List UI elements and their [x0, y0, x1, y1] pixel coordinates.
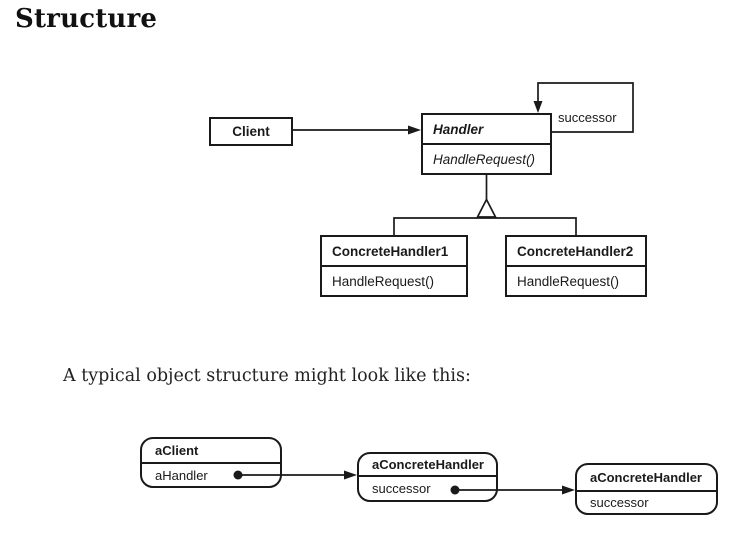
class-method-concrete-handler-1: HandleRequest() — [332, 273, 435, 289]
class-method-handler: HandleRequest() — [433, 151, 536, 167]
arrowhead-icon — [344, 470, 357, 480]
class-name-concrete-handler-2: ConcreteHandler2 — [507, 237, 645, 267]
object-name-aconcretehandler-1: aConcreteHandler — [359, 454, 496, 477]
client-handler-arrow — [293, 125, 421, 135]
class-box-concrete-handler-2: ConcreteHandler2 HandleRequest() — [505, 235, 647, 297]
class-method-concrete-handler-2: HandleRequest() — [517, 273, 620, 289]
caption-text: A typical object structure might look li… — [63, 366, 471, 386]
class-name-handler: Handler — [423, 115, 550, 145]
class-name-client: Client — [232, 124, 270, 139]
section-heading: Structure — [15, 4, 158, 34]
class-box-handler: Handler HandleRequest() — [421, 113, 552, 175]
class-box-concrete-handler-1: ConcreteHandler1 HandleRequest() — [320, 235, 468, 297]
class-box-client: Client — [209, 117, 293, 146]
object-attr-successor-1: successor — [372, 481, 431, 496]
object-name-aconcretehandler-2: aConcreteHandler — [577, 465, 716, 492]
inheritance-connector — [393, 175, 577, 235]
object-box-aconcretehandler-1: aConcreteHandler successor — [357, 452, 498, 502]
object-attr-ahandler: aHandler — [155, 467, 208, 483]
object-name-aclient: aClient — [142, 439, 280, 464]
object-box-aclient: aClient aHandler — [140, 437, 282, 488]
inheritance-triangle-icon — [476, 197, 497, 218]
arrowhead-icon — [408, 125, 421, 135]
arrowhead-icon — [533, 101, 543, 113]
successor-role-label: successor — [558, 110, 617, 125]
object-attr-successor-2: successor — [590, 495, 649, 510]
class-name-concrete-handler-1: ConcreteHandler1 — [322, 237, 466, 267]
object-box-aconcretehandler-2: aConcreteHandler successor — [575, 463, 718, 515]
arrowhead-icon — [562, 485, 575, 495]
